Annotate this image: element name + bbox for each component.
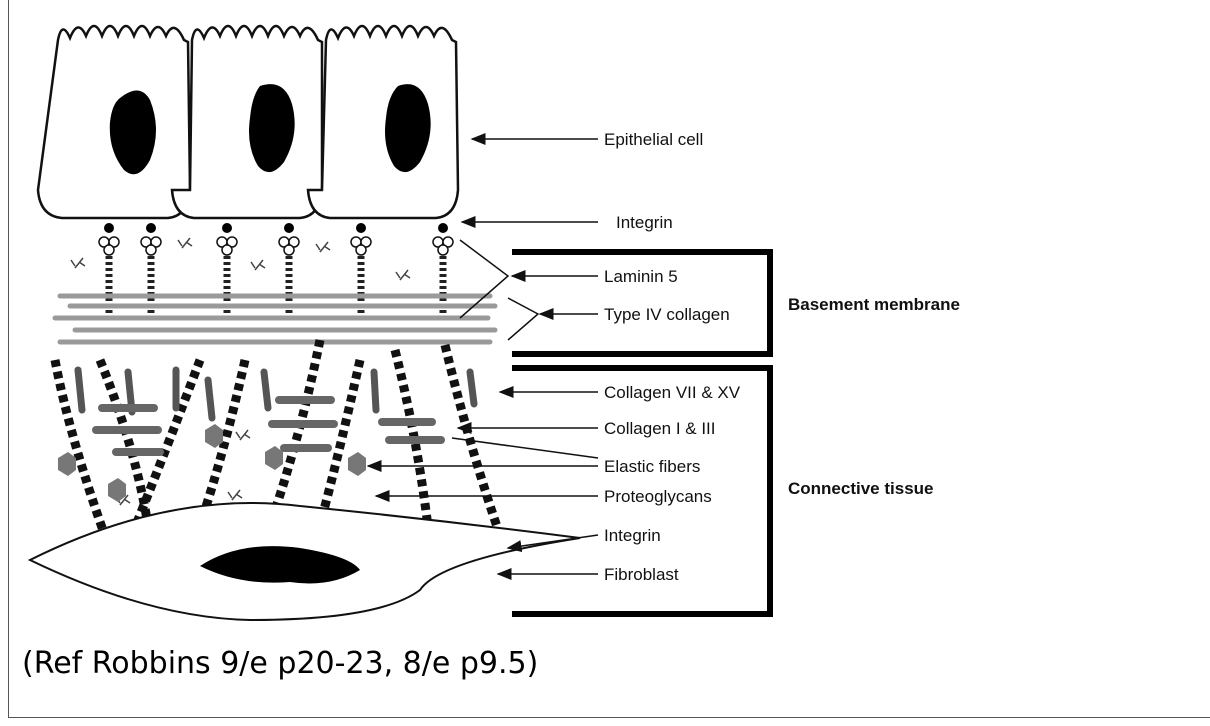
integrin-stalks: [99, 223, 453, 316]
label-collagen-7-15: Collagen VII & XV: [604, 383, 741, 402]
label-collagen-1-3: Collagen I & III: [604, 419, 716, 438]
figure-caption: (Ref Robbins 9/e p20-23, 8/e p9.5): [22, 646, 538, 681]
type4-collagen-mesh: [55, 296, 495, 342]
basement-membrane-diagram: Epithelial cell Integrin Laminin 5 Type …: [0, 0, 1210, 640]
label-elastic-fibers: Elastic fibers: [604, 457, 700, 476]
label-connective-tissue: Connective tissue: [788, 479, 934, 498]
label-integrin-bottom: Integrin: [604, 526, 661, 545]
label-fibroblast: Fibroblast: [604, 565, 679, 584]
label-epithelial-cell: Epithelial cell: [604, 130, 703, 149]
label-integrin-top: Integrin: [616, 213, 673, 232]
label-proteoglycans: Proteoglycans: [604, 487, 712, 506]
label-laminin: Laminin 5: [604, 267, 678, 286]
label-type4-collagen: Type IV collagen: [604, 305, 730, 324]
label-basement-membrane: Basement membrane: [788, 295, 960, 314]
